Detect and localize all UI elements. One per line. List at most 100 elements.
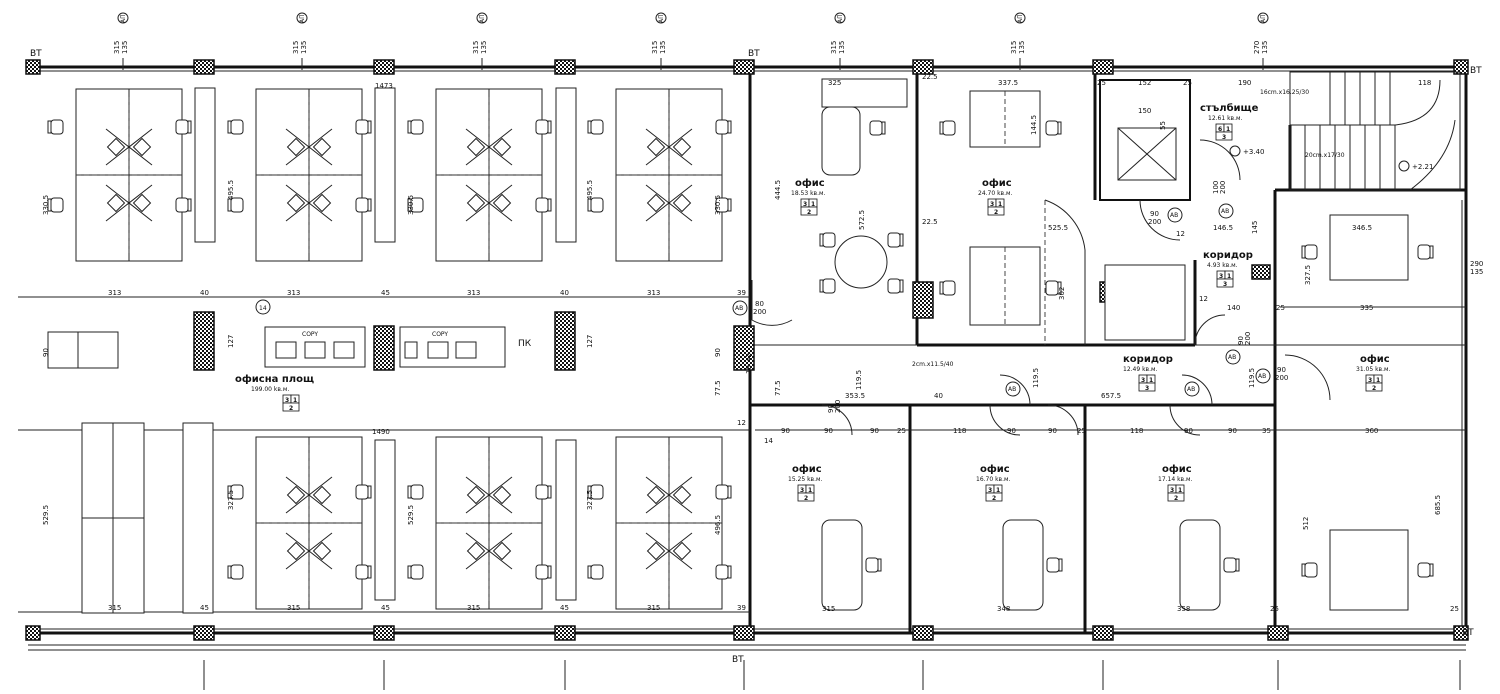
copy-label-1: COPY (302, 331, 318, 338)
svg-text:353.5: 353.5 (845, 392, 865, 400)
ramp-note: 2cm.x11.5/40 (912, 361, 954, 368)
svg-text:3: 3 (1222, 134, 1226, 141)
svg-text:12: 12 (1199, 295, 1208, 303)
copy-label-2: COPY (432, 331, 448, 338)
svg-text:АП: АП (1260, 14, 1267, 23)
svg-text:90: 90 (1237, 336, 1245, 345)
svg-text:90: 90 (1228, 427, 1237, 435)
svg-text:118: 118 (1130, 427, 1143, 435)
svg-text:302: 302 (1058, 287, 1066, 300)
svg-text:315: 315 (113, 41, 121, 54)
svg-text:1: 1 (996, 487, 1000, 494)
svg-text:90: 90 (42, 348, 50, 357)
svg-text:90: 90 (1184, 427, 1193, 435)
svg-text:3: 3 (1170, 487, 1174, 494)
svg-text:55: 55 (1159, 121, 1167, 130)
svg-text:315: 315 (287, 604, 300, 612)
svg-text:200: 200 (1244, 332, 1252, 345)
svg-text:100: 100 (1212, 181, 1220, 194)
bt-label-bottom-mid: ВТ (732, 655, 744, 665)
svg-text:327.5: 327.5 (1304, 265, 1312, 285)
svg-text:40: 40 (200, 289, 209, 297)
svg-text:327.5: 327.5 (227, 490, 235, 510)
svg-text:495.5: 495.5 (586, 180, 594, 200)
svg-text:1: 1 (293, 397, 297, 404)
svg-text:325: 325 (828, 79, 841, 87)
svg-text:3: 3 (988, 487, 992, 494)
bt-label-top-mid: ВТ (748, 49, 760, 59)
svg-text:90: 90 (781, 427, 790, 435)
svg-text:90: 90 (827, 404, 835, 413)
svg-text:337.5: 337.5 (998, 79, 1018, 87)
svg-text:77.5: 77.5 (714, 380, 722, 396)
svg-text:572.5: 572.5 (858, 210, 866, 230)
svg-text:2: 2 (1372, 385, 1376, 392)
side-window-w: 290 (1470, 260, 1483, 268)
svg-text:АП: АП (658, 14, 665, 23)
svg-text:118: 118 (953, 427, 966, 435)
svg-text:315: 315 (822, 605, 835, 613)
svg-text:496.5: 496.5 (714, 515, 722, 535)
svg-text:1: 1 (1226, 126, 1230, 133)
side-window-h: 135 (1470, 268, 1483, 276)
svg-text:17.14 kв.м.: 17.14 kв.м. (1158, 476, 1193, 483)
svg-text:22.5: 22.5 (922, 218, 938, 226)
svg-text:3: 3 (1219, 273, 1223, 280)
svg-text:140: 140 (1227, 304, 1240, 312)
svg-text:1: 1 (1149, 377, 1153, 384)
svg-text:45: 45 (200, 604, 209, 612)
svg-text:3: 3 (1368, 377, 1372, 384)
svg-text:40: 40 (934, 392, 943, 400)
svg-text:313: 313 (467, 289, 480, 297)
svg-text:135: 135 (659, 41, 667, 54)
marker-14: 14 (259, 305, 267, 312)
svg-text:3: 3 (990, 201, 994, 208)
svg-text:135: 135 (838, 41, 846, 54)
svg-text:313: 313 (108, 289, 121, 297)
svg-text:АВ: АВ (1228, 354, 1236, 361)
svg-text:31.05 kв.м.: 31.05 kв.м. (1356, 366, 1391, 373)
svg-text:офис: офис (795, 177, 825, 189)
svg-text:127: 127 (586, 335, 594, 348)
svg-text:35: 35 (1262, 427, 1271, 435)
svg-text:119.5: 119.5 (1248, 368, 1256, 388)
svg-text:1: 1 (1178, 487, 1182, 494)
svg-text:6: 6 (1218, 126, 1222, 133)
svg-text:3: 3 (800, 487, 804, 494)
svg-text:315: 315 (830, 41, 838, 54)
svg-text:77.5: 77.5 (774, 380, 782, 396)
svg-text:200: 200 (1148, 218, 1161, 226)
svg-text:444.5: 444.5 (774, 180, 782, 200)
svg-text:119.5: 119.5 (1032, 368, 1040, 388)
workstations-top (75, 88, 723, 262)
svg-text:315: 315 (1010, 41, 1018, 54)
svg-text:АП: АП (837, 14, 844, 23)
svg-text:80: 80 (755, 300, 764, 308)
svg-text:512: 512 (1302, 517, 1310, 530)
svg-text:офис: офис (792, 463, 822, 475)
stair-note-top: 16cm.x16.25/30 (1260, 89, 1309, 96)
svg-text:529.5: 529.5 (407, 505, 415, 525)
svg-text:2: 2 (1174, 495, 1178, 502)
svg-text:3: 3 (803, 201, 807, 208)
bt-label-bottom-right: ВТ (1462, 628, 1474, 638)
svg-text:12.49 kв.м.: 12.49 kв.м. (1123, 366, 1158, 373)
svg-text:АВ: АВ (1221, 208, 1229, 215)
staircase (1289, 71, 1461, 191)
svg-text:200: 200 (753, 308, 766, 316)
svg-text:АВ: АВ (1258, 373, 1266, 380)
svg-text:АВ: АВ (1170, 212, 1178, 219)
svg-text:315: 315 (651, 41, 659, 54)
svg-text:2: 2 (992, 495, 996, 502)
svg-text:144.5: 144.5 (1030, 115, 1038, 135)
svg-text:327.5: 327.5 (586, 490, 594, 510)
svg-text:90: 90 (870, 427, 879, 435)
svg-text:118: 118 (1418, 79, 1431, 87)
svg-text:25: 25 (1183, 79, 1192, 87)
svg-text:42: 42 (745, 353, 753, 362)
